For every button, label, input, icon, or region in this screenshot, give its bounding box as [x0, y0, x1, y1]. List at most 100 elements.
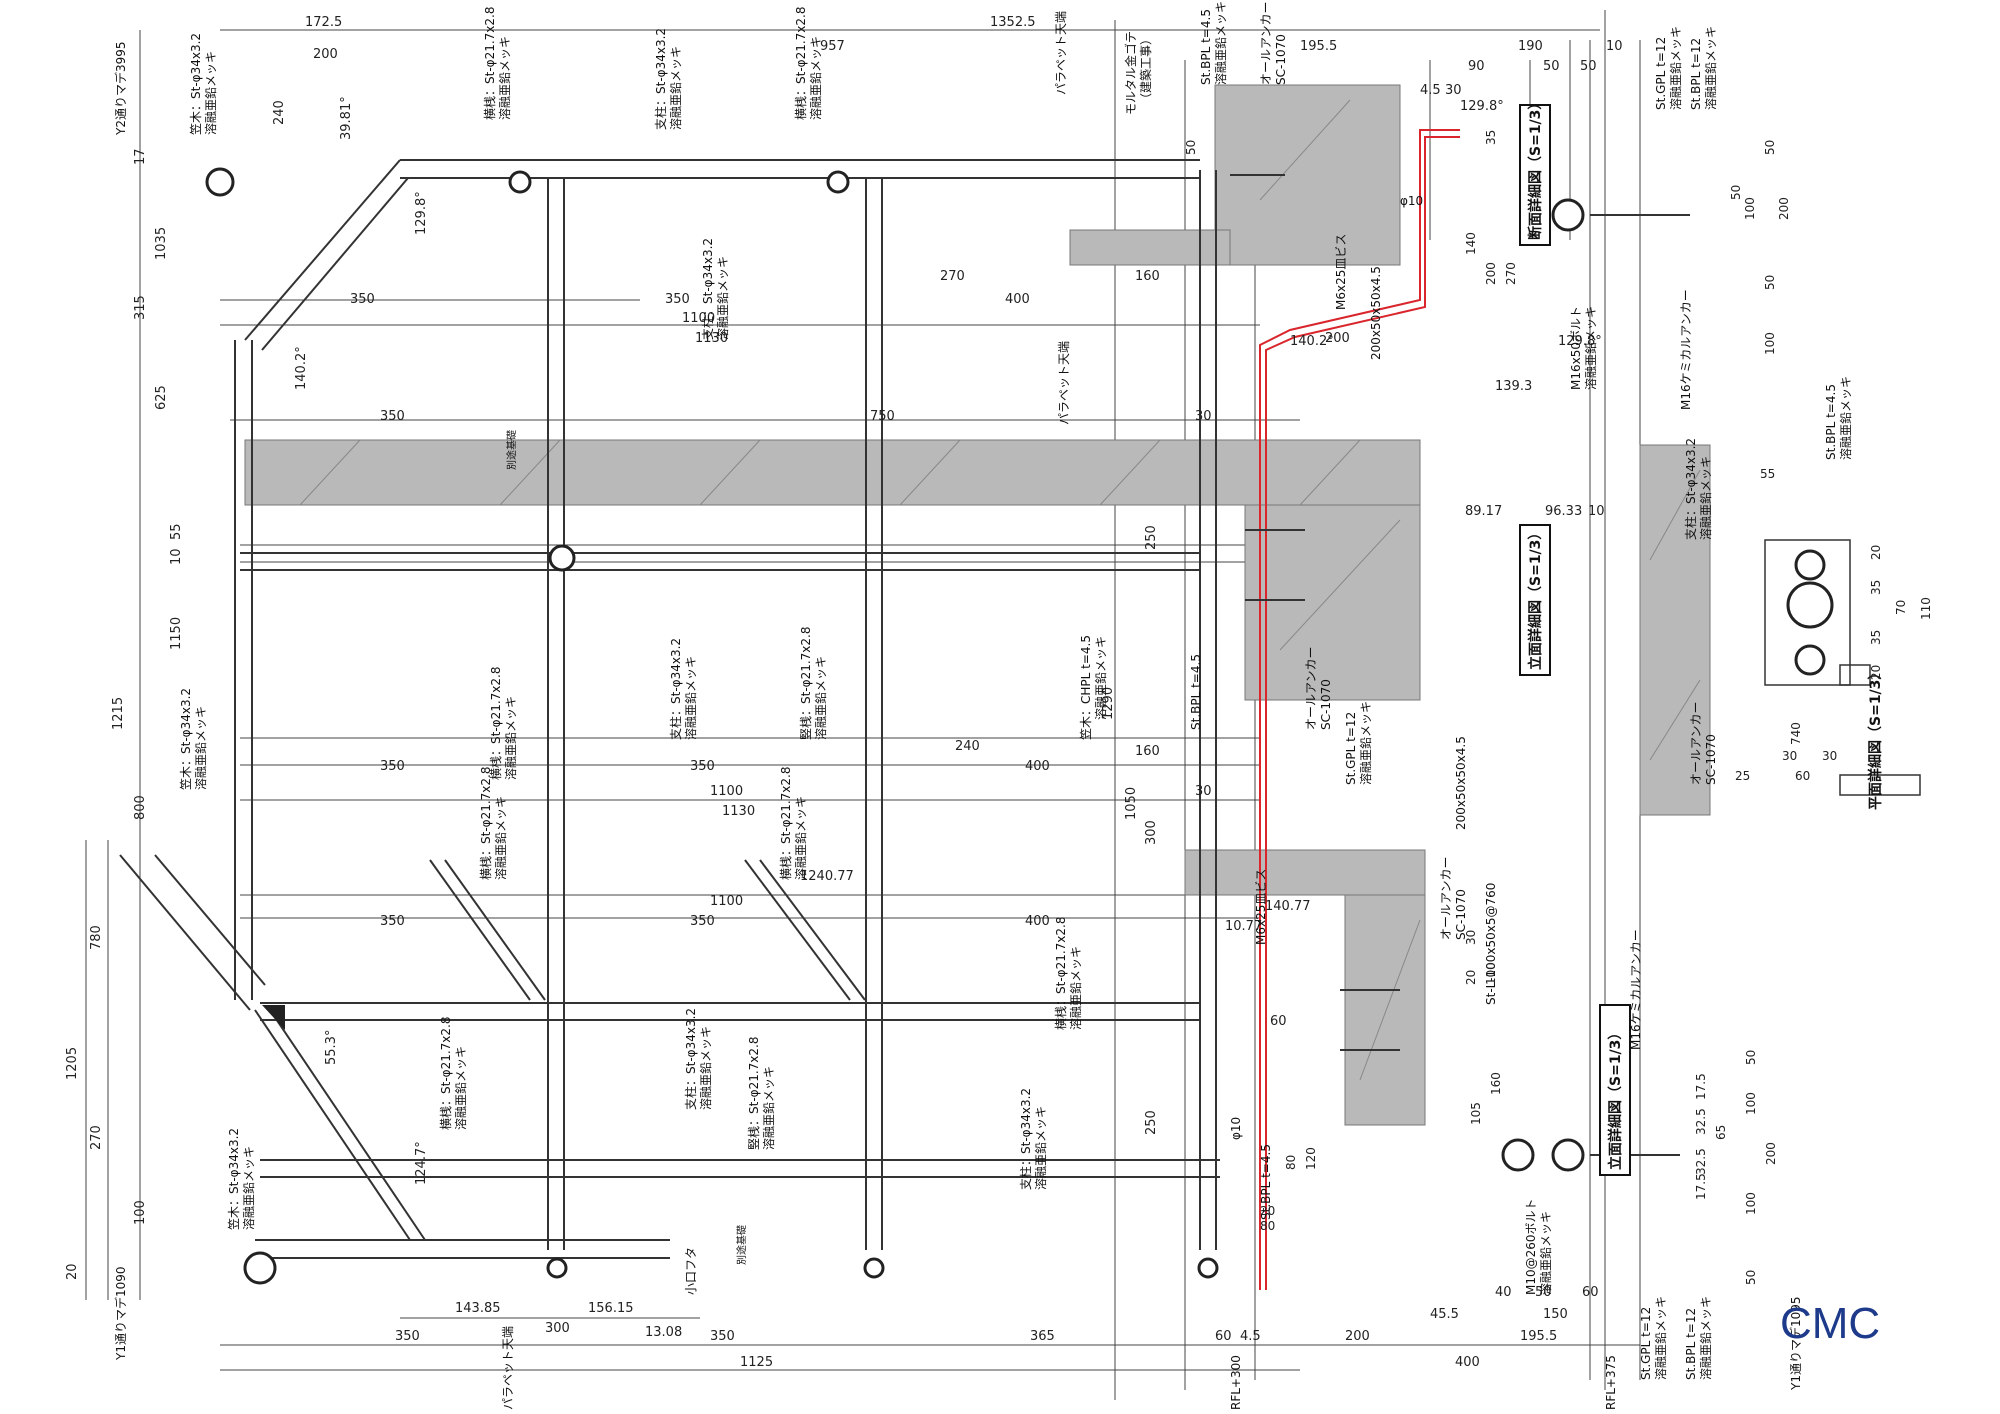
- dim-89-17: 89.17: [1465, 504, 1502, 519]
- label-phi10-b: φ10: [1229, 1117, 1243, 1140]
- handrail-pipes: [119, 159, 1220, 1259]
- section-title-4: 平面詳細図（S=1/3）: [1867, 666, 1884, 810]
- dim-1050: 1050: [1124, 787, 1139, 820]
- dim-200: 200: [313, 47, 338, 62]
- dim-50b: 50: [1580, 59, 1597, 74]
- dim-96-33: 96.33: [1545, 504, 1582, 519]
- detail-dim-60: 60: [1795, 769, 1810, 783]
- dim-10-m: 10: [1588, 504, 1605, 519]
- label-kasagi-top: 笠木：St-φ34x3.2: [188, 33, 203, 135]
- rdim-32-5a: 32.5: [1694, 1108, 1708, 1135]
- label-angle: St-L-100x50x5@760: [1484, 883, 1498, 1005]
- label-koguchi: 小口フタ: [684, 1247, 698, 1295]
- label-stbpl-low: St.BPL t=4.5: [1259, 1144, 1273, 1220]
- label-mekki-25: 溶融亜鉛メッキ: [1653, 1296, 1668, 1380]
- label-betsu-1: 別途基礎: [505, 430, 518, 470]
- dim-315: 315: [133, 295, 148, 320]
- detail-dim-70: 70: [1894, 600, 1908, 615]
- dim-400-r1: 400: [1005, 292, 1030, 307]
- label-phi10-a: φ10: [1400, 194, 1423, 208]
- rdim-35: 35: [1484, 130, 1498, 145]
- dim-45-5: 45.5: [1430, 1307, 1459, 1322]
- rdim-105: 105: [1469, 1102, 1483, 1125]
- label-m10: M10@260ボルト: [1524, 1198, 1538, 1295]
- rdim-270: 270: [1504, 262, 1518, 285]
- dim-250-v1: 250: [1144, 525, 1159, 550]
- detail-dim-740: 740: [1789, 722, 1803, 745]
- dim-50a: 50: [1543, 59, 1560, 74]
- dim-13-08: 13.08: [645, 1325, 682, 1340]
- angle-124-7: 124.7°: [414, 1141, 429, 1185]
- label-m6-top: M6x25皿ビス: [1334, 234, 1348, 310]
- dim-240-r3: 240: [955, 739, 980, 754]
- right-dims: 50 100 50 200 50 100 50 35 140 200 270 1…: [1184, 130, 1791, 1285]
- dim-190: 190: [1518, 39, 1543, 54]
- label-mekki-24: 溶融亜鉛メッキ: [1538, 1211, 1553, 1295]
- section-title-1: 断面詳細図（S=1/3）: [1527, 96, 1544, 240]
- logo-text: CMC: [1780, 1299, 1880, 1348]
- rdim-160: 160: [1489, 1072, 1503, 1095]
- dim-350-r3: 350: [380, 759, 405, 774]
- dim-1130-r1: 1130: [695, 331, 728, 346]
- label-sc1070-mid: SC-1070: [1319, 679, 1333, 730]
- dim-4-5: 4.5: [1420, 83, 1441, 98]
- label-ankor-top: オールアンカー: [1259, 1, 1273, 85]
- dim-270-r1: 270: [940, 269, 965, 284]
- detail-dim-35a: 35: [1869, 580, 1883, 595]
- label-mekki-20: 溶融亜鉛メッキ: [1703, 26, 1718, 110]
- label-mekki-9: 溶融亜鉛メッキ: [813, 656, 828, 740]
- label-channel-top: 200x50x50x4.5: [1369, 266, 1383, 360]
- angle-129-8: 129.8°: [414, 191, 429, 235]
- label-mekki-10: 溶融亜鉛メッキ: [493, 796, 508, 880]
- dim-780: 780: [89, 925, 104, 950]
- detail-dim-55: 55: [1760, 467, 1775, 481]
- label-tatesan-b: 竪桟：St-φ21.7x2.8: [747, 1037, 761, 1150]
- dim-150-b: 150: [1543, 1307, 1568, 1322]
- rdim-50a: 50: [1763, 140, 1777, 155]
- dim-350-r3b: 350: [690, 759, 715, 774]
- label-shichu-mid2: 支柱：St-φ34x3.2: [668, 638, 683, 740]
- rdim-50b: 50: [1729, 185, 1743, 200]
- label-m16chem-low: M16ケミカルアンカー: [1629, 929, 1643, 1050]
- label-shichu-b: 支柱：St-φ34x3.2: [683, 1008, 698, 1110]
- label-mortar2: （建築工事）: [1138, 33, 1153, 105]
- label-stgpl-mid: St.GPL t=12: [1344, 712, 1358, 785]
- angle-129-8-top: 129.8°: [1460, 99, 1504, 114]
- rdim-120: 120: [1304, 1147, 1318, 1170]
- label-mekki-12: 溶融亜鉛メッキ: [453, 1046, 468, 1130]
- rdim-80b: 80: [1260, 1219, 1275, 1233]
- section-boxes: [1519, 104, 1631, 1176]
- dims-interior: 350 350 1100 1130 270 400 350 750 350 35…: [294, 99, 1605, 1185]
- label-sc1070-top: SC-1070: [1274, 34, 1288, 85]
- cmc-logo: CMC: [1780, 1299, 1880, 1348]
- dim-143-85: 143.85: [455, 1301, 501, 1316]
- dim-350-r1b: 350: [665, 292, 690, 307]
- section-title-2: 立面詳細図（S=1/3）: [1527, 526, 1544, 670]
- label-yokosan-b2: 横桟：St-φ21.7x2.8: [1054, 917, 1068, 1030]
- dim-30-b: 30: [1195, 784, 1212, 799]
- dim-1100-r4: 1100: [710, 894, 743, 909]
- dim-160-a: 160: [1135, 269, 1160, 284]
- label-stbpl-top: St.BPL t=4.5: [1199, 9, 1213, 85]
- label-sc1070-detail: SC-1070: [1704, 734, 1718, 785]
- label-parapet-3: パラペット天端: [501, 1326, 515, 1410]
- rdim-32-5b: 32.5: [1694, 1148, 1708, 1175]
- label-mekki-19: 溶融亜鉛メッキ: [1668, 26, 1683, 110]
- dim-1240-77: 1240.77: [800, 869, 854, 884]
- label-stbpl-mid: St.BPL t=4.5: [1189, 654, 1203, 730]
- label-rfl1: RFL+300: [1229, 1355, 1243, 1410]
- dim-10-77: 10.77: [1225, 919, 1262, 934]
- dim-17: 17: [133, 148, 148, 165]
- label-yokosan-b1: 横桟：St-φ21.7x2.8: [439, 1017, 453, 1130]
- label-yokosan-top: 横桟：St-φ21.7x2.8: [483, 7, 497, 120]
- rdim-100c: 100: [1484, 962, 1498, 985]
- rdim-65: 65: [1714, 1125, 1728, 1140]
- rdim-17-5b: 17.5: [1694, 1173, 1708, 1200]
- label-shichu-mid: 支柱：St-φ34x3.2: [700, 238, 715, 340]
- dim-365: 365: [1030, 1329, 1055, 1344]
- label-shichu-detail: 支柱：St-φ34x3.2: [1683, 438, 1698, 540]
- rdim-80a: 80: [1284, 1155, 1298, 1170]
- dim-350-r2: 350: [380, 409, 405, 424]
- dim-60-b: 60: [1215, 1329, 1232, 1344]
- rdim-50d: 50: [1184, 140, 1198, 155]
